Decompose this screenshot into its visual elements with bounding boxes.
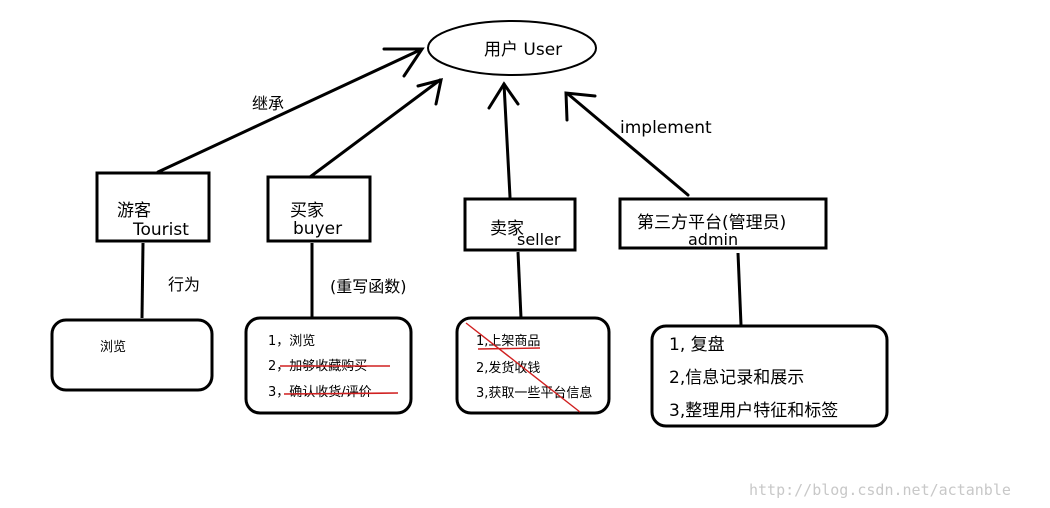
seller-behavior-item: 1,上架商品 (476, 334, 540, 349)
admin-class-box (618, 197, 828, 250)
buyer-strike-line (283, 392, 399, 395)
tourist-en-label: Tourist (132, 220, 189, 240)
user-node-ellipse (427, 20, 597, 76)
seller-connector (516, 251, 523, 319)
seller-en-label: seller (517, 230, 561, 249)
seller-behavior-box (455, 316, 611, 415)
tourist-connector (140, 242, 145, 319)
seller-behavior-item: 2,发货收钱 (476, 360, 540, 376)
buyer-class-box (266, 175, 372, 243)
admin-en-label: admin (688, 230, 738, 249)
behavior-label: 行为 (168, 275, 200, 294)
admin-connector (736, 252, 743, 326)
tourist-class-box (95, 171, 211, 243)
admin-behavior-item: 1, 复盘 (669, 335, 725, 355)
admin-behavior-item: 2,信息记录和展示 (669, 368, 804, 388)
inherit-label: 继承 (252, 94, 284, 113)
arrow-tourist-to-user (156, 47, 425, 174)
admin-cn-label: 第三方平台(管理员) (637, 213, 786, 233)
arrow-seller-to-user (487, 81, 520, 199)
buyer-behavior-item: 3，确认收货/评价 (268, 384, 372, 400)
arrow-buyer-to-user (308, 77, 443, 179)
watermark-text: http://blog.csdn.net/actanble (749, 481, 1011, 499)
buyer-en-label: buyer (293, 219, 342, 239)
admin-behavior-box (650, 324, 889, 428)
implement-label: implement (620, 118, 712, 138)
seller-class-box (463, 197, 577, 252)
admin-behavior-item: 3,整理用户特征和标签 (669, 401, 838, 421)
tourist-behavior-item: 浏览 (100, 339, 126, 355)
user-node-label: 用户 User (484, 40, 562, 60)
seller-cn-label: 卖家 (490, 219, 524, 239)
override-label: (重写函数) (330, 277, 407, 296)
buyer-cn-label: 买家 (290, 201, 324, 221)
seller-strike-line (477, 347, 541, 350)
buyer-behavior-box (244, 316, 413, 415)
arrow-admin-to-user (564, 91, 690, 197)
tourist-cn-label: 游客 (117, 201, 151, 221)
buyer-behavior-item: 1，浏览 (268, 333, 315, 349)
seller-strike-line (465, 322, 581, 413)
tourist-behavior-box (50, 318, 214, 392)
seller-behavior-item: 3,获取一些平台信息 (476, 385, 592, 401)
